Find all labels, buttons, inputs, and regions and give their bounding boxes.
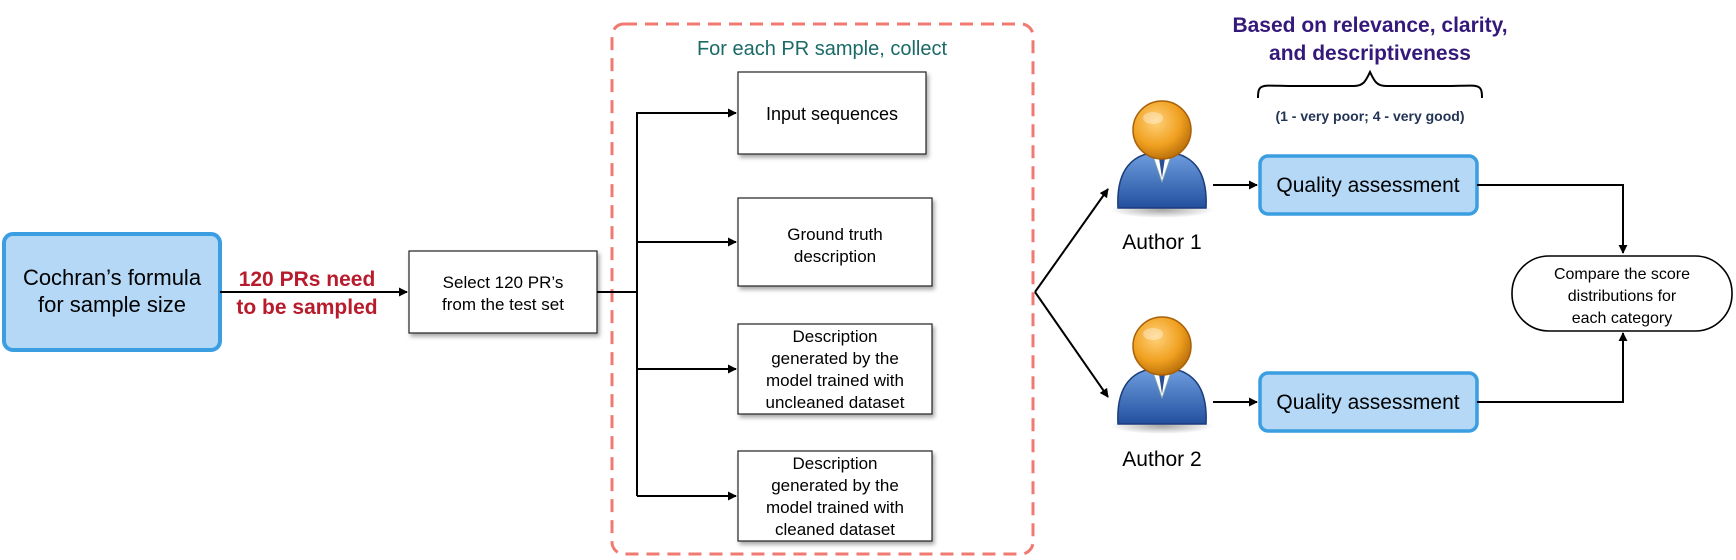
collect-item-text: model trained with — [766, 371, 904, 390]
author-1-label: Author 1 — [1122, 231, 1201, 254]
quality-assessment-box-2: Quality assessment — [1258, 371, 1479, 433]
compare-line3: each category — [1572, 310, 1673, 327]
select-prs-line1: Select 120 PR’s — [443, 273, 564, 292]
select-prs-line2: from the test set — [442, 295, 564, 314]
person-icon — [1110, 100, 1214, 218]
compare-line2: distributions for — [1568, 288, 1677, 305]
collect-item-text: Input sequences — [766, 104, 898, 124]
cochran-formula-line1: Cochran’s formula — [23, 265, 202, 290]
collect-item-text: description — [794, 247, 876, 266]
collect-item-text: Description — [792, 327, 877, 346]
collect-item-text: uncleaned dataset — [766, 393, 905, 412]
collect-item-cleaned-description: Description generated by the model train… — [737, 450, 933, 542]
rating-scale-note: (1 - very poor; 4 - very good) — [1275, 108, 1464, 124]
arrow-assessment-2-to-compare — [1477, 332, 1628, 403]
compare-distributions-box: Compare the score distributions for each… — [1511, 255, 1733, 332]
collect-item-text: Description — [792, 454, 877, 473]
collect-item-uncleaned-description: Description generated by the model train… — [737, 323, 933, 415]
collect-item-ground-truth: Ground truth description — [737, 197, 933, 287]
collect-item-text: generated by the — [771, 349, 899, 368]
collect-item-text: model trained with — [766, 498, 904, 517]
collect-item-text: generated by the — [771, 476, 899, 495]
quality-assessment-label: Quality assessment — [1276, 174, 1459, 197]
sample-count-label-line2: to be sampled — [236, 296, 377, 319]
criteria-brace — [1257, 69, 1483, 99]
collect-region — [610, 22, 1035, 556]
author-1: Author 1 — [1110, 100, 1214, 254]
compare-line1: Compare the score — [1554, 266, 1690, 283]
select-prs-box: Select 120 PR’s from the test set — [408, 250, 598, 334]
criteria-title-line2: and descriptiveness — [1269, 42, 1471, 65]
cochran-formula-box: Cochran’s formula for sample size — [2, 232, 222, 352]
criteria-title-line1: Based on relevance, clarity, — [1232, 14, 1507, 37]
arrow-to-author-2 — [1034, 291, 1109, 398]
arrow-to-author-1 — [1034, 188, 1109, 293]
collect-item-text: cleaned dataset — [775, 520, 895, 539]
quality-assessment-box-1: Quality assessment — [1258, 154, 1479, 216]
arrow-assessment-1-to-compare — [1477, 184, 1628, 254]
quality-assessment-label: Quality assessment — [1276, 391, 1459, 414]
collect-title: For each PR sample, collect — [697, 38, 948, 60]
sample-count-label-line1: 120 PRs need — [239, 268, 376, 291]
author-2-label: Author 2 — [1122, 448, 1201, 471]
person-icon — [1110, 316, 1214, 434]
collect-item-text: Ground truth — [787, 225, 882, 244]
cochran-formula-line2: for sample size — [38, 292, 186, 317]
collect-item-input-sequences: Input sequences — [737, 71, 927, 155]
author-2: Author 2 — [1110, 316, 1214, 471]
